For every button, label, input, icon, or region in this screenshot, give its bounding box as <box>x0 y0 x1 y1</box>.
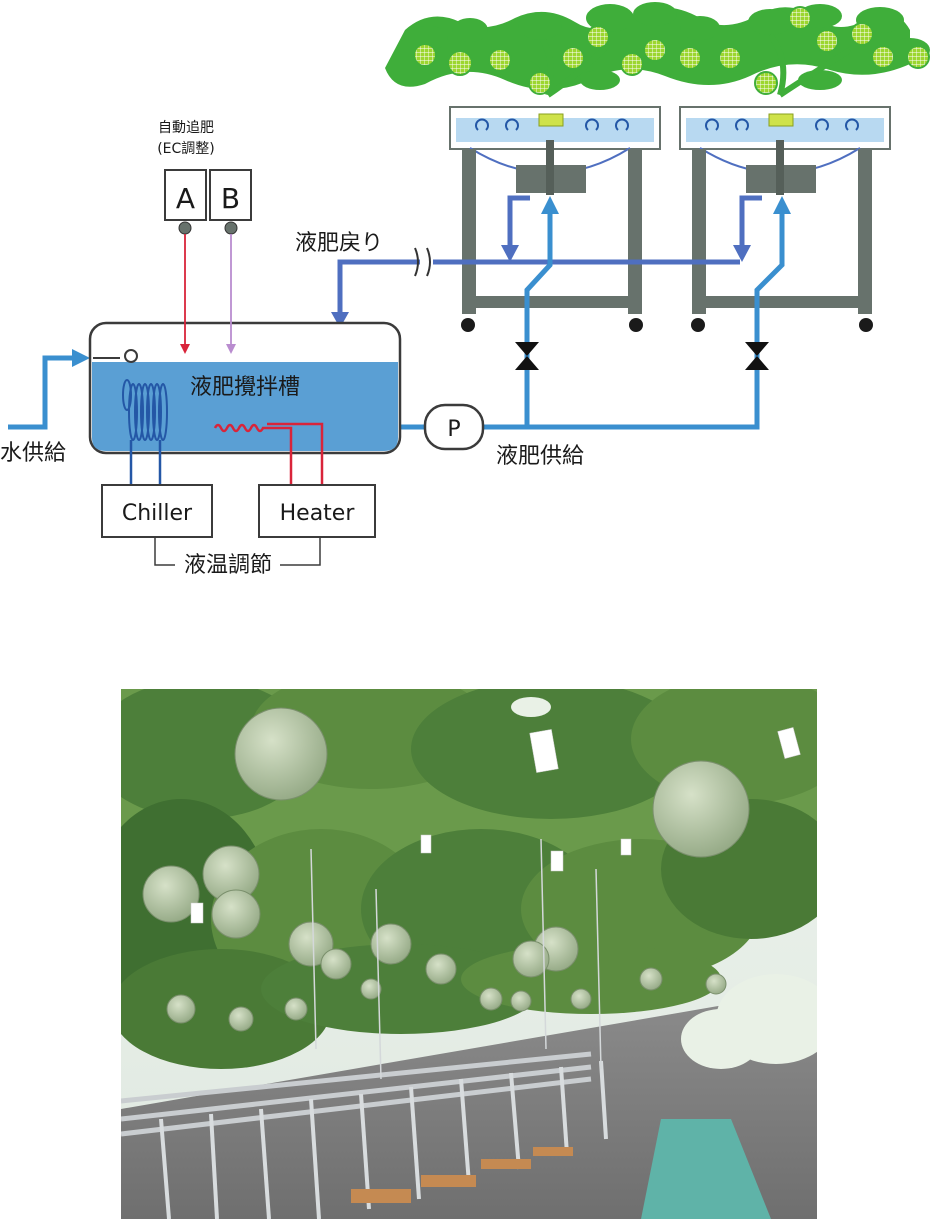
pump: P <box>423 403 485 451</box>
hydroponic-system-diagram: 液肥攪拌槽 P 自動追肥 (EC調整) A B Chiller Heater 液… <box>0 2 930 578</box>
supply-arrow-right <box>773 196 791 214</box>
fruit-tags <box>190 727 801 924</box>
mixing-tank: 液肥攪拌槽 <box>88 321 402 485</box>
aisle-mat <box>641 1119 771 1219</box>
return-arrow-right <box>733 245 751 262</box>
melon-fruits <box>142 707 750 1032</box>
fertilizer-caption-line1: 自動追肥 <box>158 120 214 136</box>
tank-a-label: A <box>176 182 195 215</box>
pump-label: P <box>447 417 460 442</box>
temp-control-bracket <box>154 537 321 566</box>
growing-bench-right <box>679 106 891 332</box>
plant-canopy <box>385 2 930 98</box>
pipe-break-mark <box>414 247 431 277</box>
return-arrow-tank <box>331 312 349 328</box>
fertilizer-caption-line2: (EC調整) <box>157 141 215 157</box>
chiller-label: Chiller <box>122 501 193 526</box>
water-inlet-arrow <box>72 349 90 367</box>
return-pipes <box>337 195 762 318</box>
return-arrow-left <box>501 245 519 262</box>
supply-arrow-left <box>541 196 559 214</box>
valve-right <box>745 342 769 370</box>
return-label: 液肥戻り <box>295 231 383 256</box>
supply-label: 液肥供給 <box>496 444 584 469</box>
heater-label: Heater <box>280 501 356 526</box>
water-supply-label: 水供給 <box>0 441 66 466</box>
heater-box: Heater <box>258 484 376 538</box>
temp-control-label: 液温調節 <box>184 553 272 578</box>
drain-trays <box>351 1147 573 1203</box>
melon-greenhouse-photo <box>121 689 817 1219</box>
mix-tank-label: 液肥攪拌槽 <box>190 375 300 400</box>
growing-bench-left <box>449 106 661 332</box>
tank-b-label: B <box>221 182 240 215</box>
fertilizer-dosing: 自動追肥 (EC調整) A B <box>157 120 252 354</box>
valve-left <box>515 342 539 370</box>
chiller-box: Chiller <box>101 484 213 538</box>
